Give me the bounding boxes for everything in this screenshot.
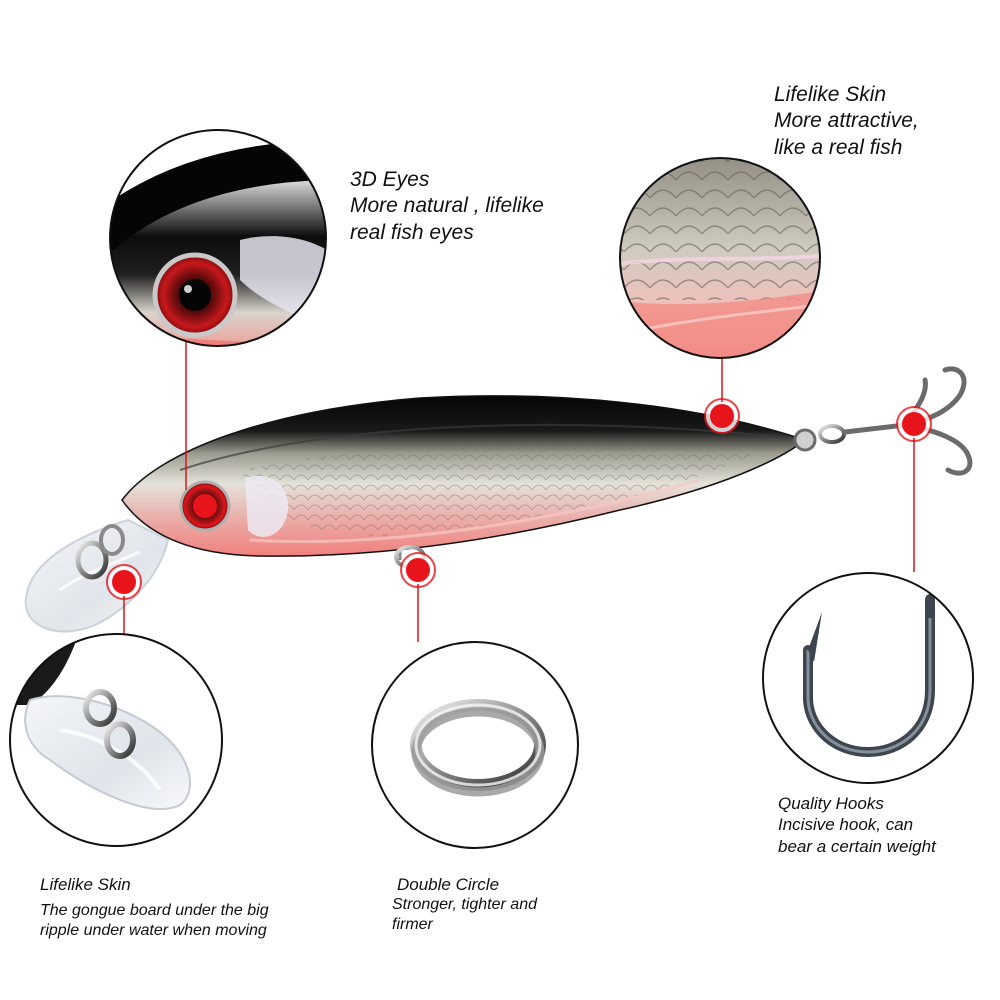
marker-lip: [106, 564, 142, 600]
marker-skin: [704, 398, 740, 434]
caption-line: bear a certain weight: [778, 836, 936, 856]
leader-lines: [123, 336, 915, 642]
caption-lifelike-skin-lip: Lifelike Skin The gongue board under the…: [40, 874, 269, 941]
caption-title: Lifelike Skin: [40, 875, 131, 894]
caption-line: ripple under water when moving: [40, 922, 267, 940]
caption-line: firmer: [392, 916, 433, 934]
caption-double-circle: Double Circle Stronger, tighter and firm…: [392, 874, 537, 935]
caption-line: More attractive,: [774, 109, 919, 133]
marker-ring: [400, 552, 436, 588]
zoom-circle-hook: [762, 572, 974, 784]
caption-line: More natural , lifelike: [350, 194, 544, 218]
fishing-lure: [24, 366, 973, 633]
zoom-circle-skin: [619, 157, 821, 359]
zoom-circle-eye: [109, 129, 327, 347]
caption-3d-eyes: 3D Eyes More natural , lifelike real fis…: [350, 167, 544, 246]
caption-title: Double Circle: [397, 875, 500, 894]
caption-lifelike-skin-top: Lifelike Skin More attractive, like a re…: [774, 82, 919, 161]
caption-line: like a real fish: [774, 135, 903, 159]
caption-line: Incisive hook, can: [778, 815, 914, 835]
caption-title: Quality Hooks: [778, 794, 884, 813]
caption-line: real fish eyes: [350, 220, 474, 244]
caption-title: Lifelike Skin: [774, 83, 887, 106]
zoom-circle-ring: [371, 641, 579, 849]
zoom-circle-lip: [9, 633, 223, 847]
caption-line: Stronger, tighter and: [392, 896, 537, 914]
caption-title: 3D Eyes: [350, 168, 430, 191]
front-split-ring: [75, 540, 109, 580]
caption-line: The gongue board under the big: [40, 902, 269, 920]
marker-hook: [896, 406, 932, 442]
caption-quality-hooks: Quality Hooks Incisive hook, can bear a …: [778, 793, 936, 857]
marker-eye: [183, 484, 227, 528]
